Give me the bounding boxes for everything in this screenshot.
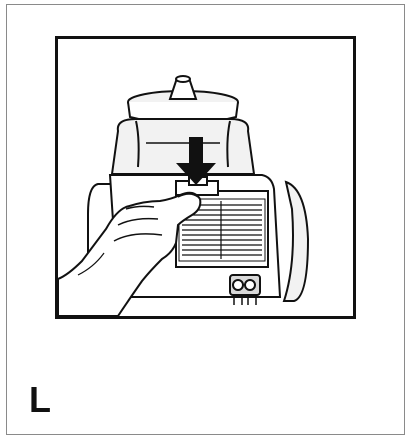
- illustration-frame: [55, 36, 356, 319]
- step-letter: L: [29, 380, 51, 420]
- vacuum-filter-illustration: [58, 39, 353, 316]
- cyclone-top: [128, 76, 238, 124]
